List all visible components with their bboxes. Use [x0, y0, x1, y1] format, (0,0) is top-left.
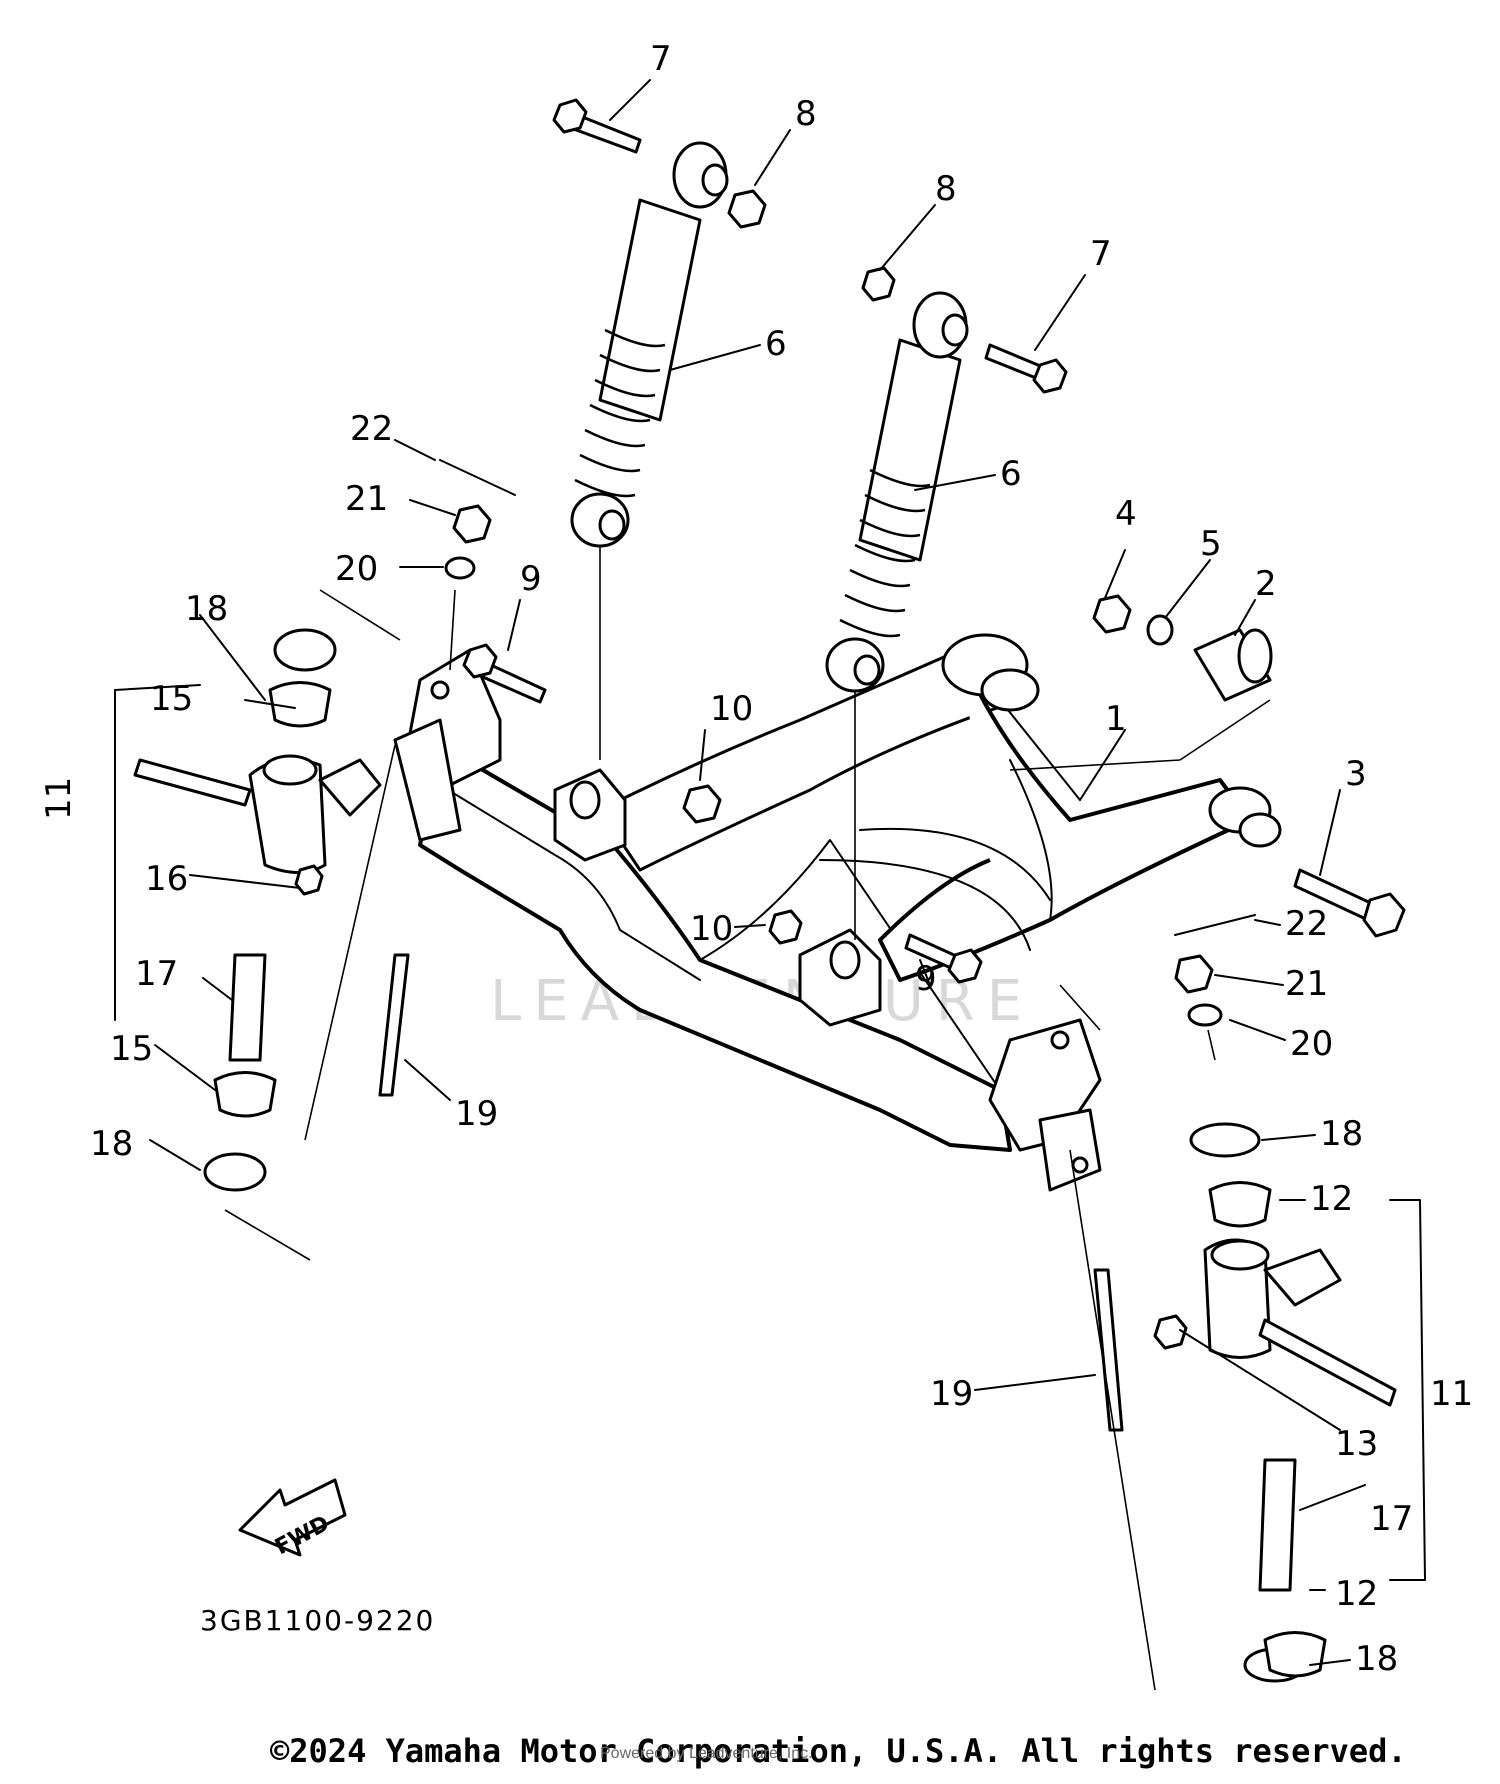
- leader-lines: [114, 79, 1426, 1691]
- shock-absorber-right: [825, 291, 969, 693]
- label-18-bottom-left: 18: [90, 1124, 133, 1164]
- label-11-right: 11: [1430, 1374, 1473, 1414]
- label-20-left: 20: [335, 549, 378, 589]
- label-8-right: 8: [935, 169, 957, 209]
- label-2: 2: [1255, 564, 1277, 604]
- label-18-bottom-right: 18: [1355, 1639, 1398, 1679]
- label-12-top: 12: [1310, 1179, 1353, 1219]
- label-8-left: 8: [795, 94, 817, 134]
- label-18-right: 18: [1320, 1114, 1363, 1154]
- label-17-left: 17: [135, 954, 178, 994]
- label-10-bottom: 10: [690, 909, 733, 949]
- label-21-right: 21: [1285, 964, 1328, 1004]
- label-3: 3: [1345, 754, 1367, 794]
- shock-absorber-left: [570, 141, 729, 548]
- label-20-right: 20: [1290, 1024, 1333, 1064]
- drawing-code: 3GB1100-9220: [200, 1604, 435, 1637]
- label-18-top-left: 18: [185, 589, 228, 629]
- label-7-left: 7: [650, 39, 672, 79]
- label-4: 4: [1115, 494, 1137, 534]
- label-12-bottom: 12: [1335, 1574, 1378, 1614]
- forward-arrow: FWD: [238, 1478, 347, 1560]
- label-15-top: 15: [150, 679, 193, 719]
- label-7-right: 7: [1090, 234, 1112, 274]
- label-22-left: 22: [350, 409, 393, 449]
- label-11-left: 11: [39, 777, 79, 820]
- label-9-left: 9: [520, 559, 542, 599]
- label-22-right: 22: [1285, 904, 1328, 944]
- label-13: 13: [1335, 1424, 1378, 1464]
- label-15-bottom: 15: [110, 1029, 153, 1069]
- powered-by-text: Powered by Leadventure, Inc.: [600, 1745, 813, 1762]
- label-9-right: 9: [915, 959, 937, 999]
- label-1: 1: [1105, 699, 1127, 739]
- label-6-right: 6: [1000, 454, 1022, 494]
- hardware-parts: [133, 98, 1406, 1683]
- label-19-left: 19: [455, 1094, 498, 1134]
- front-frame-beam: [393, 633, 1282, 1192]
- label-16: 16: [145, 859, 188, 899]
- label-10-top: 10: [710, 689, 753, 729]
- copyright-notice: ©2024 Yamaha Motor Corporation, U.S.A. A…: [270, 1732, 1407, 1770]
- label-21-left: 21: [345, 479, 388, 519]
- label-5: 5: [1200, 524, 1222, 564]
- part-number-labels: 1 2 3 4 5 6 6 7 7 8 8 9 9 10 10 11 11 12…: [39, 39, 1473, 1679]
- label-6-left: 6: [765, 324, 787, 364]
- label-19-right: 19: [930, 1374, 973, 1414]
- label-17-right: 17: [1370, 1499, 1413, 1539]
